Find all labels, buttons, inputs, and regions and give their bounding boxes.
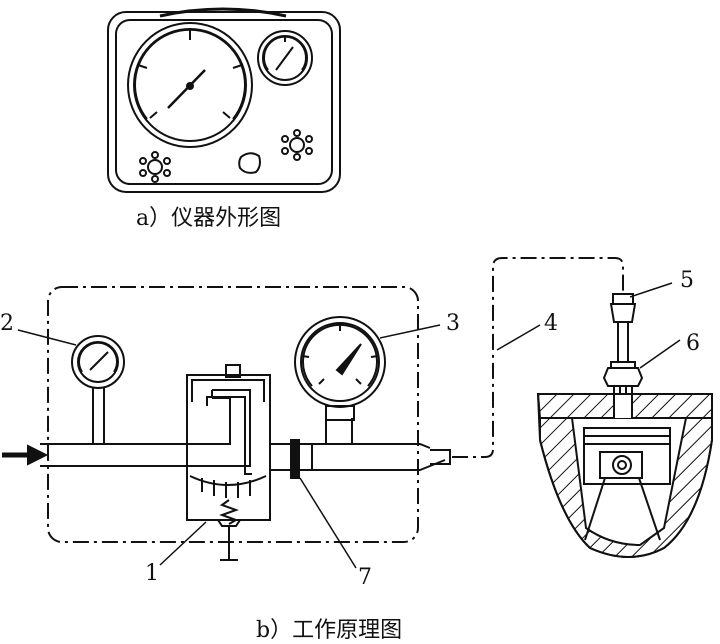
quick-adapter xyxy=(609,293,637,362)
instrument-exterior xyxy=(107,7,341,193)
test-hose xyxy=(452,257,624,458)
outlet-pipe xyxy=(270,418,446,471)
working-principle xyxy=(2,257,713,569)
hose-connector xyxy=(430,449,451,465)
outlet-gauge-icon xyxy=(294,316,386,421)
inlet-gauge-icon xyxy=(71,335,125,389)
label-6: 6 xyxy=(686,331,700,356)
orifice-plate xyxy=(290,439,300,479)
label-3: 3 xyxy=(446,311,460,336)
instrument-enclosure xyxy=(47,286,419,543)
instrument-case-outer xyxy=(107,11,341,193)
instrument-handle xyxy=(159,7,287,18)
right-knob-icon xyxy=(281,129,313,161)
label-5: 5 xyxy=(680,268,694,293)
engine-cylinder xyxy=(536,393,713,558)
caption-exterior: a）仪器外形图 xyxy=(136,206,282,231)
label-7: 7 xyxy=(358,565,372,590)
pressure-regulator xyxy=(186,364,271,561)
left-knob-icon xyxy=(139,151,171,183)
inlet-pipe xyxy=(40,389,251,467)
instrument-case-inner xyxy=(115,19,333,185)
label-4: 4 xyxy=(544,311,558,336)
connector-port-icon xyxy=(238,152,261,174)
label-2: 2 xyxy=(0,311,14,336)
inlet-arrow-icon xyxy=(2,444,49,466)
caption-principle: b）工作原理图 xyxy=(256,618,403,643)
gauge-2-branch xyxy=(92,388,105,444)
label-1: 1 xyxy=(145,561,159,586)
leader-lines xyxy=(17,282,681,569)
small-gauge-icon xyxy=(257,30,313,86)
large-gauge-icon xyxy=(127,22,253,148)
